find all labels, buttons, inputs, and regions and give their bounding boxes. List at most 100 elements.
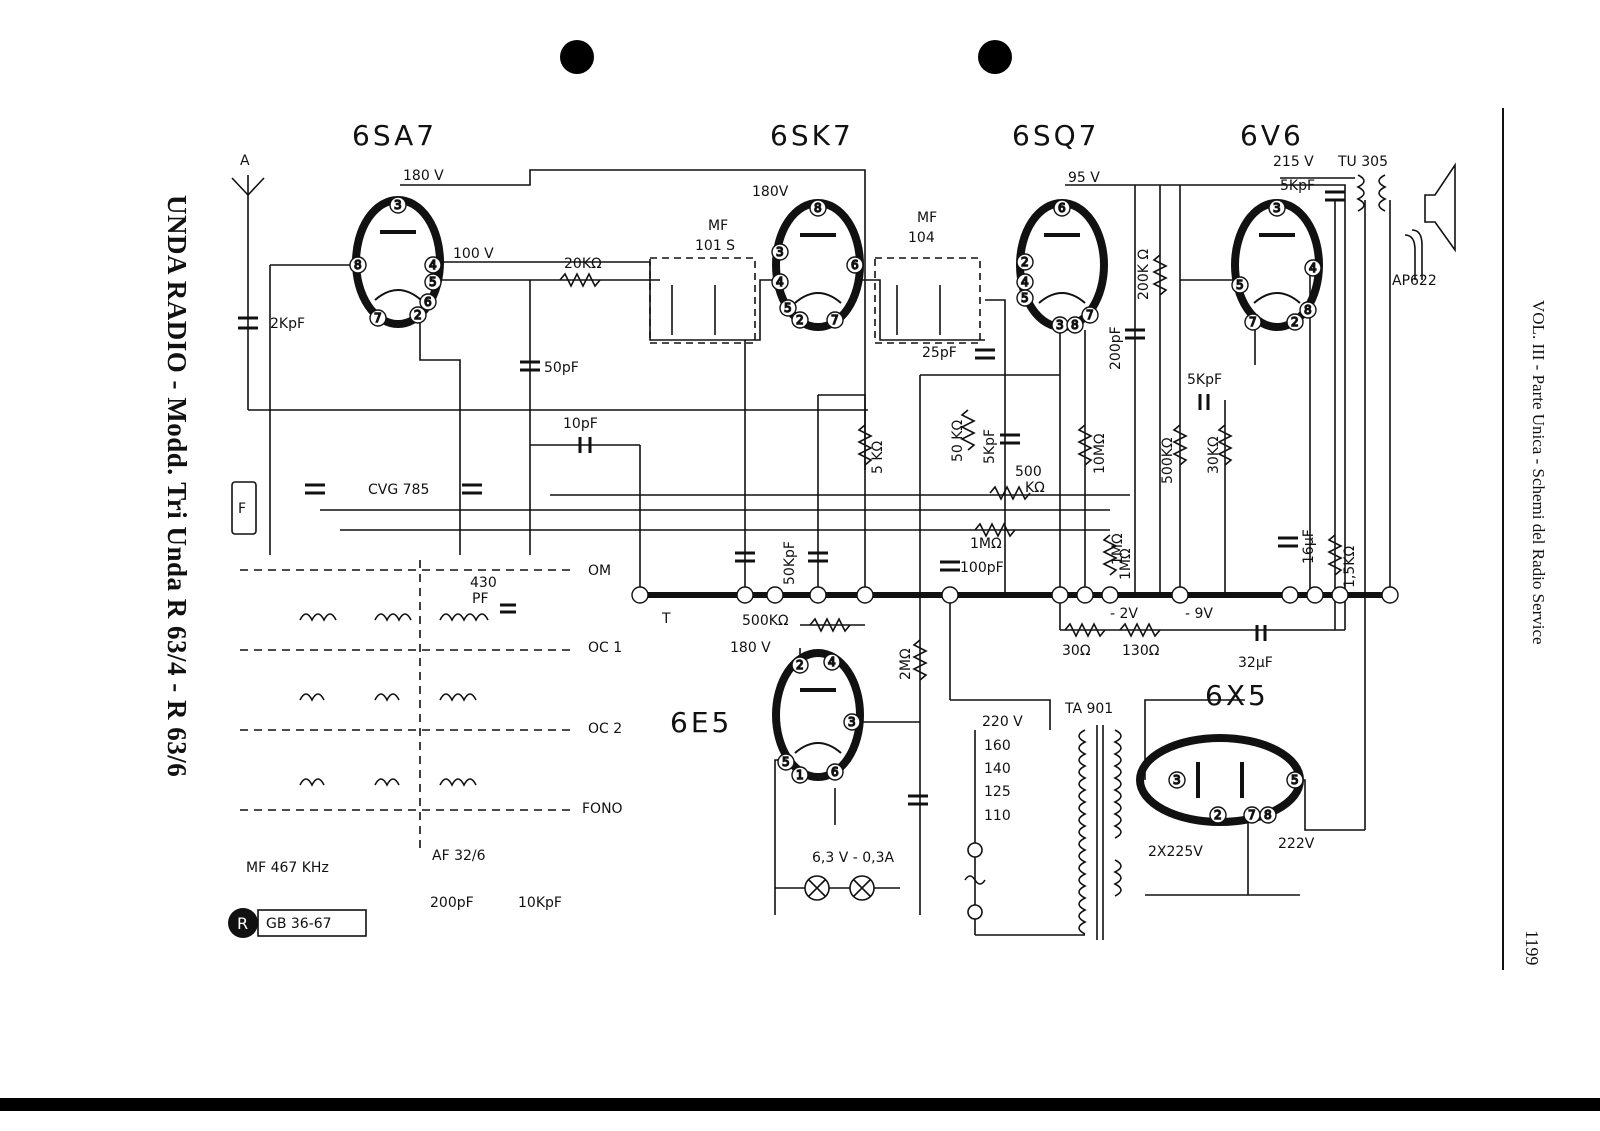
coil-oc2-2 xyxy=(374,778,400,787)
mains-plug xyxy=(964,842,986,920)
res-200k xyxy=(1152,254,1168,296)
coil-om-2 xyxy=(374,613,412,622)
label-minus2v: - 2V xyxy=(1110,606,1138,622)
res-500k-pot xyxy=(989,485,1031,501)
label-legend-10k: 10KpF xyxy=(518,895,562,911)
bus-terminal xyxy=(941,586,959,604)
tube-pin-number: 2 xyxy=(1291,315,1299,329)
label-5kpf-det: 5KpF xyxy=(982,429,998,464)
tube-pin xyxy=(1066,316,1084,334)
label-500k-grid: 500KΩ xyxy=(1160,437,1176,484)
rect-plate-a xyxy=(1144,699,1245,780)
label-16uf: 16μF xyxy=(1301,529,1317,564)
tube-pin-number: 8 xyxy=(1264,808,1272,822)
bus-terminal xyxy=(1306,586,1324,604)
label-tap-125: 125 xyxy=(984,784,1011,800)
tube-pin-number: 2 xyxy=(1214,808,1222,822)
speaker-cone xyxy=(1424,162,1456,253)
punch-hole-right xyxy=(978,40,1012,74)
tube-pin xyxy=(1286,313,1304,331)
label-100pf: 100pF xyxy=(960,560,1004,576)
label-1m-b: 1MΩ xyxy=(1110,533,1126,565)
tube-pin-number: 5 xyxy=(1291,773,1299,787)
tube-pin xyxy=(791,766,809,784)
tube-pin xyxy=(771,273,789,291)
label-5kpf-coup: 5KpF xyxy=(1187,372,1222,388)
tube-pin xyxy=(791,656,809,674)
tube-pin xyxy=(1231,276,1249,294)
tube-pin xyxy=(809,199,827,217)
tube-pin xyxy=(1286,771,1304,789)
tube-pin-number: 5 xyxy=(784,301,792,315)
tube-6e5 xyxy=(772,649,864,781)
tube-pin-number: 2 xyxy=(796,313,804,327)
speaker-field-coil xyxy=(1404,229,1423,280)
label-2kpf: 2KpF xyxy=(270,316,305,332)
coil-om-3 xyxy=(439,613,489,622)
label-tap-220: 220 V xyxy=(982,714,1023,730)
tube-label-6x5: 6X5 xyxy=(1205,679,1269,712)
tube-pin-number: 3 xyxy=(1273,201,1281,215)
bus-terminal xyxy=(1051,586,1069,604)
res-30k xyxy=(1217,424,1233,466)
tube-pin-number: 4 xyxy=(776,275,784,289)
label-95v: 95 V xyxy=(1068,170,1100,186)
tube-pin xyxy=(389,196,407,214)
label-222v: 222V xyxy=(1278,836,1315,852)
tube-pin-number: 6 xyxy=(424,295,432,309)
tube-pin xyxy=(424,273,442,291)
bus-terminal xyxy=(1331,586,1349,604)
tube-pin-number: 7 xyxy=(374,311,382,325)
stamp-logo-letter: R xyxy=(237,914,248,933)
series-title: VOL. III - Parte Unica - Schemi del Radi… xyxy=(1529,300,1548,645)
tube-pin xyxy=(1081,306,1099,324)
res-50k xyxy=(960,409,976,451)
label-mf-104-num: 104 xyxy=(908,230,935,246)
res-5k xyxy=(857,424,873,466)
label-50pf: 50pF xyxy=(544,360,579,376)
tube-pin xyxy=(1304,259,1322,277)
tube-pin-number: 7 xyxy=(1248,808,1256,822)
tube-pin-number: 4 xyxy=(1309,261,1317,275)
label-215v: 215 V xyxy=(1273,154,1314,170)
label-oc1: OC 1 xyxy=(588,640,622,656)
label-lamp: 6,3 V - 0,3A xyxy=(812,850,895,866)
coil-oc2-1 xyxy=(299,778,325,787)
tube-pin-number: 8 xyxy=(1071,318,1079,332)
tube-pin xyxy=(1053,199,1071,217)
label-500k-e5: 500KΩ xyxy=(742,613,789,629)
label-tu305: TU 305 xyxy=(1337,154,1388,170)
tube-pin-number: 5 xyxy=(782,755,790,769)
if2-wire xyxy=(858,279,985,341)
fono-jack-label: F xyxy=(238,501,246,517)
tube-pin-number: 7 xyxy=(1249,315,1257,329)
punch-hole-left xyxy=(560,40,594,74)
rotated-labels: 5 KΩ 50 KΩ 5KpF 10MΩ 200pF 200K Ω 500KΩ … xyxy=(782,249,1358,680)
tube-pin xyxy=(349,256,367,274)
label-50kpf: 50KpF xyxy=(782,541,798,585)
bus-terminal xyxy=(1076,586,1094,604)
label-20k: 20KΩ xyxy=(564,256,602,272)
fono-jack xyxy=(231,481,257,535)
label-cvg785: CVG 785 xyxy=(368,482,429,498)
tube-pin-number: 3 xyxy=(848,715,856,729)
label-130ohm: 130Ω xyxy=(1122,643,1160,659)
label-180v-mixer: 180 V xyxy=(403,168,444,184)
tube-pin-number: 1 xyxy=(796,768,804,782)
label-mf-101-num: 101 S xyxy=(695,238,735,254)
label-tap-140: 140 xyxy=(984,761,1011,777)
tubes xyxy=(352,196,1323,826)
label-30k: 30KΩ xyxy=(1206,436,1222,474)
res-1m-a xyxy=(974,522,1016,538)
label-minus9v: - 9V xyxy=(1185,606,1213,622)
bus-terminal xyxy=(736,586,754,604)
component-labels: A 180 V 100 V 180V 95 V 215 V TU 305 AP6… xyxy=(240,153,1437,911)
label-if-freq: MF 467 KHz xyxy=(246,860,329,876)
tube-pin-number: 7 xyxy=(1086,308,1094,322)
tube-pin-number: 6 xyxy=(831,765,839,779)
if1-wire xyxy=(649,262,775,341)
tube-pin-number: 5 xyxy=(429,275,437,289)
tube-pin-number: 5 xyxy=(1021,291,1029,305)
tube-pin-number: 2 xyxy=(1021,255,1029,269)
